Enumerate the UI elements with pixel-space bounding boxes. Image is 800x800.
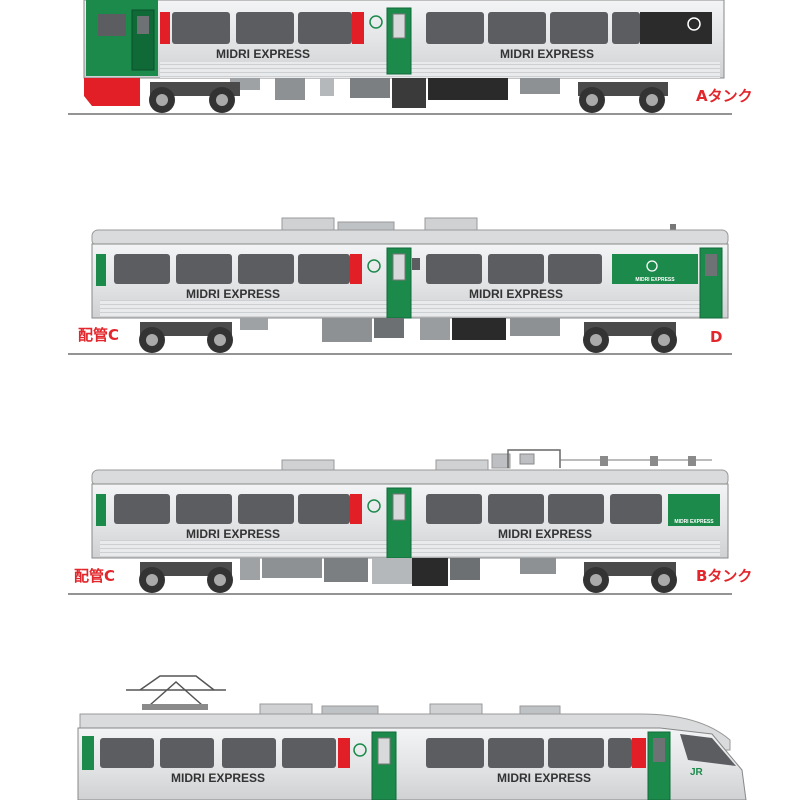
red-stripe	[352, 12, 364, 44]
small-window	[412, 258, 420, 270]
bogie	[583, 562, 677, 593]
center-door-window	[392, 253, 406, 281]
cab-door-window	[653, 738, 665, 762]
bogie	[149, 82, 240, 113]
red-stripe	[350, 494, 362, 524]
window-row	[426, 12, 640, 44]
car-4: JR MIDRI EXPRESS MIDRI EXPRESS	[77, 675, 747, 800]
cab-door-window	[137, 16, 149, 34]
end-green-panel	[82, 736, 94, 770]
window-row	[114, 494, 350, 524]
emblem-icon	[646, 260, 658, 272]
window-row	[426, 738, 632, 768]
red-stripe	[338, 738, 350, 768]
end-door-window	[705, 254, 717, 276]
car-1: MIDRI EXPRESS MIDRI EXPRESS	[68, 0, 732, 115]
bogie	[139, 562, 233, 593]
label-b-tank: Bタンク	[696, 567, 753, 585]
emblem-icon	[687, 17, 701, 31]
center-door-window	[392, 13, 406, 39]
car-lettering-left: MIDRI EXPRESS	[186, 287, 280, 301]
lower-stripes	[160, 62, 720, 78]
car-lettering-right: MIDRI EXPRESS	[498, 527, 592, 541]
front-skirt	[84, 78, 140, 106]
car-lettering-right: MIDRI EXPRESS	[497, 771, 591, 785]
emblem-icon	[367, 259, 381, 273]
center-door	[386, 247, 412, 319]
bogie	[578, 82, 668, 113]
car-lettering-left: MIDRI EXPRESS	[171, 771, 265, 785]
emblem-icon	[369, 15, 383, 29]
panel-lettering: MIDRI EXPRESS	[635, 277, 675, 283]
jr-logo: JR	[690, 767, 704, 778]
red-stripe	[160, 12, 170, 44]
label-a-tank: Aタンク	[696, 87, 753, 105]
end-green-panel	[96, 494, 106, 526]
label-d: D	[710, 328, 723, 346]
window-row	[114, 254, 350, 284]
cab-window	[98, 14, 126, 36]
label-piping-c: 配管C	[74, 567, 116, 585]
emblem-icon	[367, 499, 381, 513]
window-row	[426, 254, 602, 284]
panel-lettering: MIDRI EXPRESS	[674, 519, 714, 525]
black-band	[640, 12, 712, 44]
green-panel	[668, 494, 720, 526]
center-door-window	[377, 737, 391, 765]
emblem-icon	[353, 743, 367, 757]
underfloor-equipment	[240, 318, 560, 342]
window-row	[426, 494, 662, 524]
underfloor-equipment	[230, 78, 560, 108]
car-3: MIDRI EXPRESS MIDRI EXPRESS MIDRI EXPRES…	[68, 449, 732, 595]
red-stripe	[350, 254, 362, 284]
bogie	[139, 322, 233, 353]
end-green-panel	[96, 254, 106, 286]
car-lettering-left: MIDRI EXPRESS	[186, 527, 280, 541]
cab-windshield	[680, 734, 736, 766]
center-door-window	[392, 493, 406, 521]
roof-equipment	[281, 217, 676, 234]
pantograph	[126, 675, 226, 710]
car-2: MIDRI EXPRESS MIDRI EXPRESS MIDRI EXPRES…	[68, 217, 732, 355]
window-row	[172, 12, 352, 44]
label-piping-c: 配管C	[78, 326, 120, 344]
window-row	[100, 738, 336, 768]
car-lettering-right: MIDRI EXPRESS	[500, 47, 594, 61]
bogie	[583, 322, 677, 353]
red-stripe	[632, 738, 646, 768]
underfloor-equipment	[240, 558, 556, 586]
car-lettering-right: MIDRI EXPRESS	[469, 287, 563, 301]
green-panel	[612, 254, 698, 284]
car-lettering-left: MIDRI EXPRESS	[216, 47, 310, 61]
